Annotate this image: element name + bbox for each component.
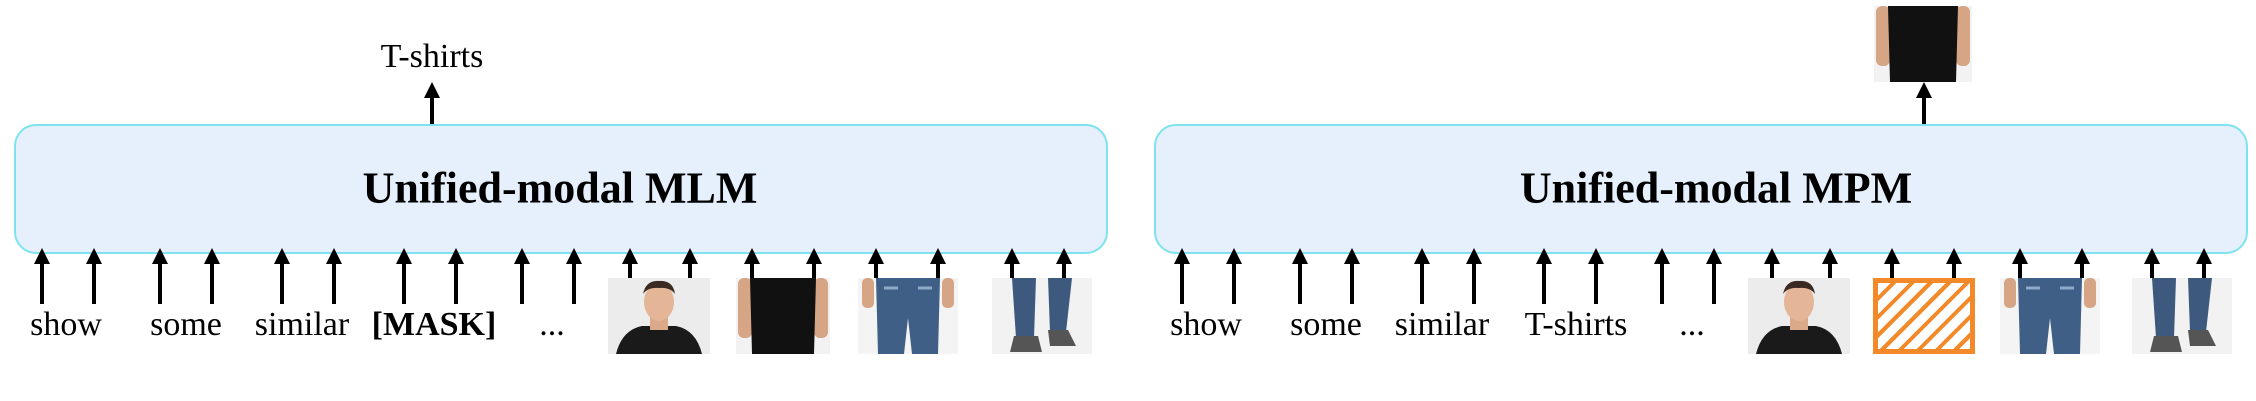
mlm-input-arrow xyxy=(92,262,96,304)
mlm-box xyxy=(14,124,1108,254)
mpm-input-arrow xyxy=(1542,262,1546,304)
mlm-input-arrow xyxy=(688,262,692,284)
mpm-token-tshirts: T-shirts xyxy=(1524,306,1628,343)
mlm-token-show: show xyxy=(30,306,102,343)
legs-photo-icon xyxy=(992,278,1092,354)
mpm-input-arrow xyxy=(1298,262,1302,304)
mpm-input-arrow xyxy=(1594,262,1598,304)
mlm-token-similar: similar xyxy=(254,306,350,343)
mlm-input-arrow xyxy=(874,262,878,284)
mlm-input-arrow xyxy=(1010,262,1014,284)
mlm-token-ellipsis: ... xyxy=(539,306,565,343)
mpm-input-arrow xyxy=(1890,262,1894,284)
mpm-token-similar: similar xyxy=(1394,306,1490,343)
jeans-photo-icon xyxy=(858,278,958,354)
mlm-panel: T-shirts Unified-modal MLM show some sim… xyxy=(0,0,1128,401)
mpm-input-arrow xyxy=(1420,262,1424,304)
mlm-input-arrow xyxy=(628,262,632,284)
mpm-input-arrow xyxy=(1828,262,1832,284)
mlm-input-arrow xyxy=(332,262,336,304)
mpm-output-arrow xyxy=(1922,96,1926,142)
mpm-input-arrow xyxy=(2202,262,2206,284)
mpm-token-ellipsis: ... xyxy=(1679,306,1705,343)
mpm-input-arrow xyxy=(1232,262,1236,304)
mpm-title: Unified-modal MPM xyxy=(1519,163,1913,213)
mlm-input-arrow xyxy=(572,262,576,304)
mpm-token-show: show xyxy=(1170,306,1242,343)
black-shirt-photo-icon xyxy=(736,278,830,354)
mpm-input-arrow xyxy=(2018,262,2022,284)
legs-photo-icon xyxy=(2132,278,2232,354)
mlm-input-arrow xyxy=(812,262,816,284)
mpm-token-some: some xyxy=(1290,306,1362,343)
black-shirt-photo-icon xyxy=(1874,6,1972,82)
mpm-input-arrow xyxy=(2150,262,2154,284)
mlm-input-arrow xyxy=(454,262,458,304)
mlm-input-arrow xyxy=(402,262,406,304)
mlm-input-arrow xyxy=(40,262,44,304)
mlm-input-arrow xyxy=(1062,262,1066,284)
mpm-input-arrow xyxy=(1660,262,1664,304)
mlm-token-some: some xyxy=(150,306,222,343)
face-photo-icon xyxy=(608,278,710,354)
mpm-panel: Unified-modal MPM show some similar T-sh… xyxy=(1128,0,2256,401)
mlm-output-arrow xyxy=(430,96,434,142)
jeans-photo-icon xyxy=(2000,278,2100,354)
mlm-token-mask: [MASK] xyxy=(371,306,497,343)
mlm-input-arrow xyxy=(520,262,524,304)
mlm-title: Unified-modal MLM xyxy=(362,163,758,213)
mpm-input-arrow xyxy=(1770,262,1774,284)
mlm-input-arrow xyxy=(210,262,214,304)
masked-patch-icon xyxy=(1873,278,1975,354)
mpm-input-arrow xyxy=(1472,262,1476,304)
mpm-input-arrow xyxy=(1180,262,1184,304)
mlm-input-arrow xyxy=(936,262,940,284)
mlm-input-arrow xyxy=(750,262,754,284)
mlm-output-label: T-shirts xyxy=(380,38,484,75)
mpm-box xyxy=(1154,124,2248,254)
mpm-input-arrow xyxy=(1712,262,1716,304)
mlm-input-arrow xyxy=(280,262,284,304)
mpm-input-arrow xyxy=(2080,262,2084,284)
mlm-input-arrow xyxy=(158,262,162,304)
face-photo-icon xyxy=(1748,278,1850,354)
mpm-input-arrow xyxy=(1952,262,1956,284)
mpm-input-arrow xyxy=(1350,262,1354,304)
